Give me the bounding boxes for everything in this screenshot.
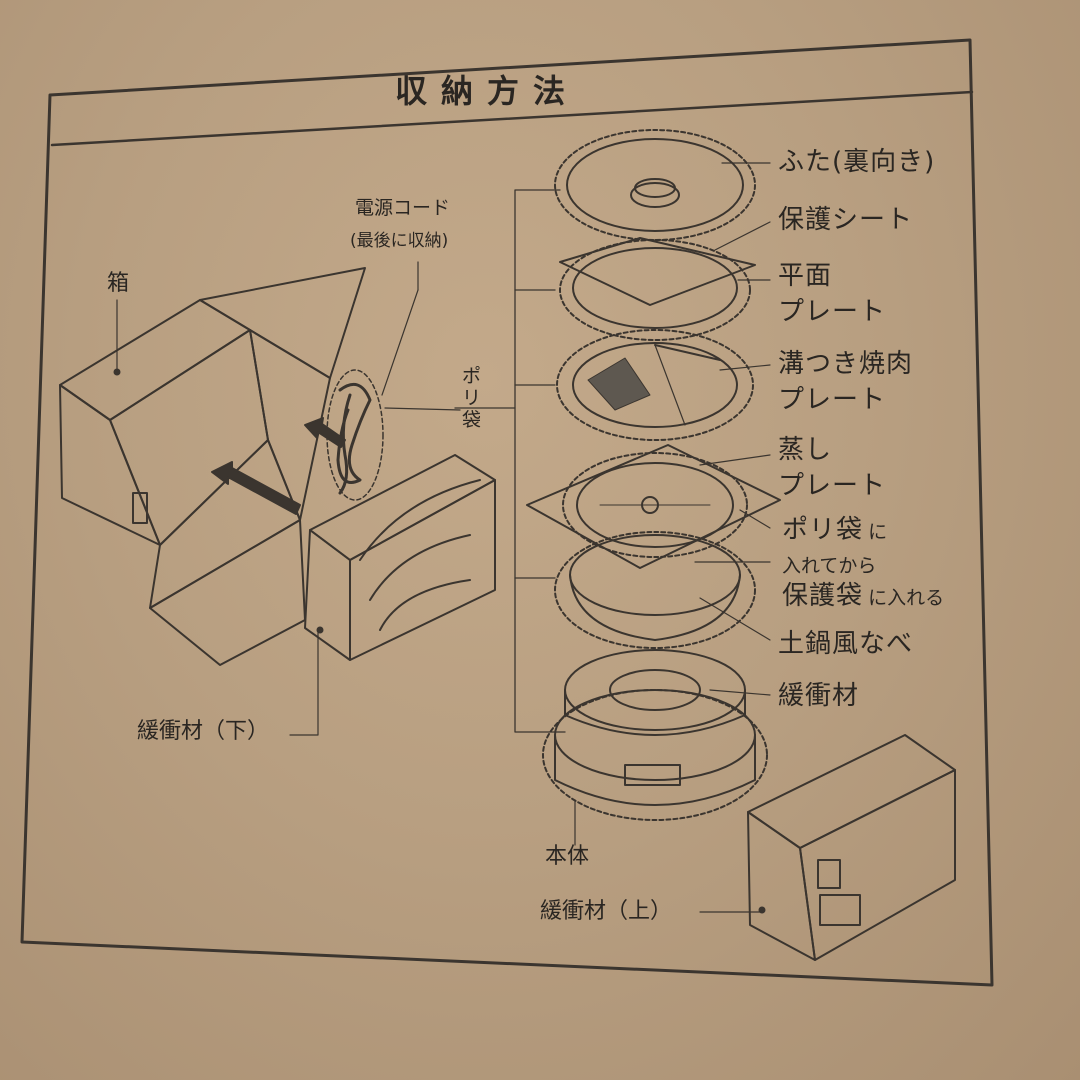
top-cushion-illustration — [699, 734, 956, 961]
label-main-body: 本体 — [545, 844, 590, 869]
label-power-cord: 電源コード — [355, 197, 451, 219]
stack-bracket — [454, 189, 566, 733]
label-top-cushion: 緩衝材（上） — [540, 899, 673, 924]
label-bag-note: ポリ袋 に — [782, 516, 887, 545]
label-box: 箱 — [107, 271, 130, 296]
protective-sheet-illustration — [559, 237, 756, 306]
flat-plate-illustration — [559, 239, 751, 341]
frame — [20, 38, 994, 987]
power-cord-illustration — [326, 261, 461, 501]
label-bag-note-2: 入れてから — [782, 555, 877, 577]
label-bag-note-3: 保護袋 に入れる — [782, 582, 944, 611]
label-poly-bag-left: ポリ袋 — [462, 365, 482, 431]
page-title: 収納方法 — [395, 72, 580, 110]
insert-arrows — [211, 417, 346, 515]
label-grooved-plate: 溝つき焼肉 — [778, 349, 914, 379]
bag-note-put: に入れる — [868, 587, 945, 609]
bottom-cushion-illustration — [289, 454, 496, 736]
ring-cushion-illustration — [564, 649, 746, 736]
label-cushion: 緩衝材 — [778, 681, 860, 711]
label-power-cord-note: (最後に収納) — [350, 231, 449, 251]
bag-note-ni: に — [868, 521, 888, 543]
label-bottom-cushion: 緩衝材（下） — [137, 719, 270, 744]
bag-note-poly-bag: ポリ袋 — [782, 515, 864, 545]
bag-note-protect-bag: 保護袋 — [782, 581, 864, 611]
main-body-illustration — [542, 689, 768, 846]
pot-illustration — [554, 531, 756, 649]
leader-lines — [694, 162, 771, 696]
label-protective-sheet: 保護シート — [778, 205, 914, 235]
label-lid: ふた(裏向き) — [778, 147, 936, 177]
label-steam-plate: 蒸し — [778, 435, 833, 465]
box-illustration — [59, 267, 366, 666]
label-grooved-plate-2: プレート — [778, 385, 887, 415]
grooved-plate-illustration — [556, 329, 754, 441]
label-flat-plate: 平面 — [778, 261, 833, 291]
lid-illustration — [554, 129, 756, 241]
label-donabe-pot: 土鍋風なべ — [778, 629, 914, 659]
steam-plate-illustration — [526, 444, 781, 569]
label-flat-plate-2: プレート — [778, 297, 887, 327]
label-steam-plate-2: プレート — [778, 471, 887, 501]
